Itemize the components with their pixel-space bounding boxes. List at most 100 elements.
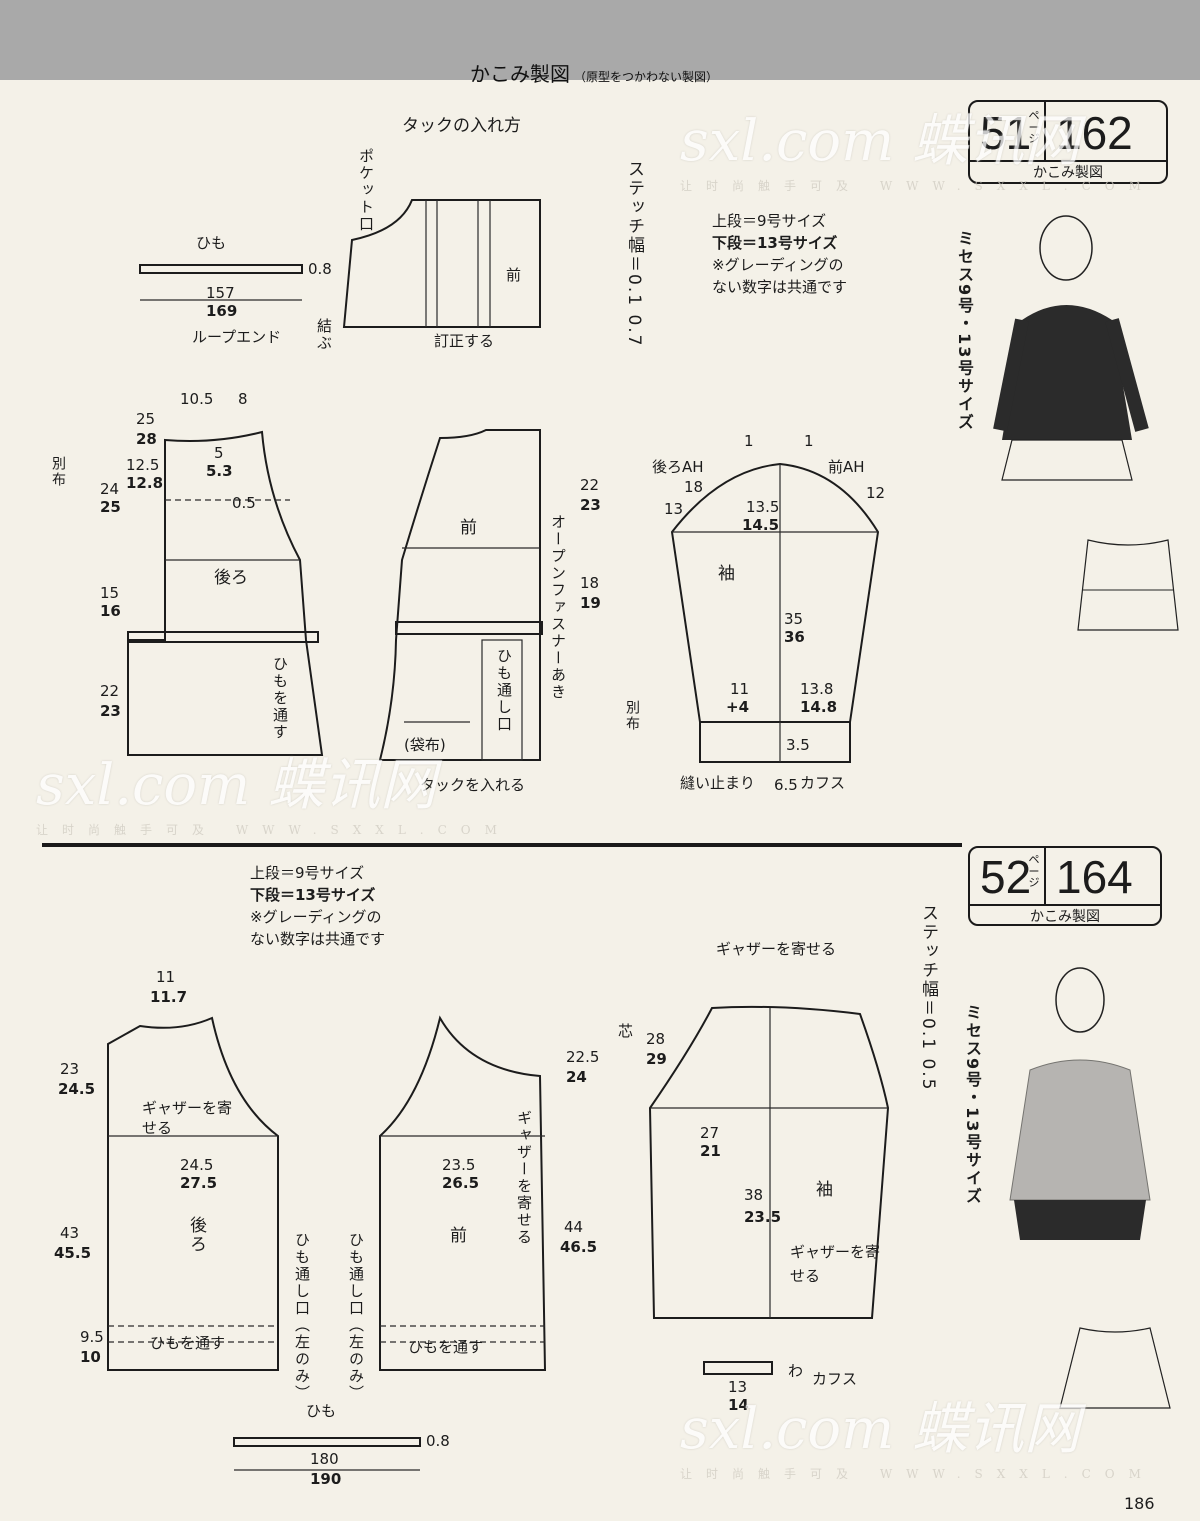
dim-label: 28	[136, 430, 157, 448]
sleeve-label-51: 袖	[718, 564, 735, 584]
dim-label: 18	[684, 478, 704, 496]
model-52-illustration	[1009, 967, 1151, 1240]
size-label-51: ミセス9号・13号サイズ	[955, 230, 974, 432]
front-label-52: 前	[450, 1226, 467, 1246]
gather-label-back: ギャザーを寄せる	[142, 1099, 233, 1137]
pocket-opening-label: ポケット口	[357, 148, 375, 233]
dim-label: 15	[100, 584, 120, 602]
gather-label-sleeve-2: ギャザーを寄せる	[790, 1243, 881, 1285]
himo-pass-label-52b: ひもを通す	[408, 1338, 484, 1356]
dim-label: 8	[238, 390, 248, 408]
stop-label: 縫い止まり	[680, 774, 756, 792]
tie-note: 結ぶ	[315, 318, 333, 352]
tie-label: ひも	[196, 234, 227, 252]
core-label: 芯	[618, 1022, 634, 1040]
dim-label: 23.5	[744, 1208, 782, 1226]
watermark-top: sxl.com 蝶讯网 让时尚触手可及 WWW.SXXL.COM	[680, 96, 1155, 194]
dim-label: 24.5	[180, 1156, 214, 1174]
header-bar	[0, 0, 1200, 80]
tuck-pocket-piece	[342, 199, 541, 328]
dim-label: 1	[744, 432, 754, 450]
cuffs-label-51: カフス	[800, 774, 846, 792]
model-51-flat-sketch	[1077, 539, 1179, 631]
dim-label: 45.5	[54, 1244, 92, 1262]
tie-width-52: 0.8	[426, 1432, 450, 1450]
front-label-51: 前	[460, 518, 477, 538]
note-line: 下段＝13号サイズ	[250, 886, 376, 904]
dim-label: 24	[100, 480, 120, 498]
dim-label: +4	[726, 698, 750, 716]
watermark-logo: sxl.com 蝶讯网	[36, 753, 437, 818]
page-ref: 164	[1056, 851, 1133, 903]
badge-caption: かこみ製図	[970, 904, 1160, 925]
peji-label: ペ ー ジ	[1028, 109, 1040, 146]
dim-label: 23.5	[442, 1156, 476, 1174]
front-bodice-52	[379, 1015, 547, 1371]
himo-hole-left-a: ひも通し口（左のみ）	[293, 1232, 311, 1402]
loop-end-label: ループエンド	[192, 328, 282, 346]
model-number: 51	[980, 107, 1032, 159]
front-armhole-label: 前AH	[828, 458, 865, 476]
dim-label: 10	[80, 1348, 101, 1366]
himo-hole-left-b: ひも通し口（左のみ）	[347, 1232, 365, 1402]
front-bodice-51	[378, 429, 541, 761]
dim-label: 13.5	[746, 498, 780, 516]
dim-label: 12	[866, 484, 886, 502]
watermark-middle: sxl.com 蝶讯网 让时尚触手可及 WWW.SXXL.COM	[36, 740, 511, 838]
dim-label: 22	[100, 682, 120, 700]
dim-label: 38	[744, 1186, 764, 1204]
dim-label: 29	[646, 1050, 667, 1068]
dim-label: 21	[700, 1142, 721, 1160]
dim-label: 14	[728, 1396, 749, 1414]
tie-length-9: 157	[206, 284, 235, 302]
sleeve-52	[648, 1005, 890, 1319]
title-main: かこみ製図	[470, 62, 570, 86]
title-subtitle: （原型をつかわない製図）	[574, 70, 719, 84]
tie-length-13-52: 190	[310, 1470, 342, 1488]
size-label-52: ミセス9号・13号サイズ	[963, 1004, 982, 1206]
dim-label: 25	[100, 498, 121, 516]
badge-separator	[1044, 848, 1046, 904]
stitch-width-51: ステッチ幅＝0.1 0.7	[624, 160, 644, 348]
section-divider	[42, 843, 962, 847]
dim-label: 11.7	[150, 988, 188, 1006]
note-line: 上段＝9号サイズ	[250, 864, 365, 882]
badge-caption: かこみ製図	[970, 160, 1166, 182]
dim-label: 6.5	[774, 776, 798, 794]
model-51-illustration	[993, 215, 1149, 481]
sleeve-51	[670, 462, 880, 723]
tie-length-13: 169	[206, 302, 238, 320]
dim-label: 46.5	[560, 1238, 598, 1256]
dim-label: 5	[214, 444, 224, 462]
note-line: ※グレーディングの	[250, 908, 382, 926]
tie-length-9-52: 180	[310, 1450, 339, 1468]
note-line: ※グレーディングの	[712, 256, 844, 274]
badge-separator	[1044, 102, 1046, 160]
himo-pass-label-52a: ひもを通す	[150, 1334, 226, 1352]
dim-label: 27	[700, 1124, 720, 1142]
dim-label: 16	[100, 602, 121, 620]
open-fastener-label: オープンファスナーあき	[549, 514, 567, 701]
dim-label: 25	[136, 410, 156, 428]
page-ref: 162	[1056, 107, 1133, 159]
dim-label: 23	[60, 1060, 80, 1078]
dim-label: 13.8	[800, 680, 834, 698]
watermark-tagline: 让时尚触手可及 WWW.SXXL.COM	[680, 1467, 1155, 1481]
note-line: ない数字は共通です	[250, 930, 386, 948]
watermark-logo: sxl.com 蝶讯网	[680, 109, 1081, 174]
gather-label-sleeve: ギャザーを寄せる	[716, 940, 837, 958]
stitch-width-52: ステッチ幅＝0.1 0.5	[918, 904, 938, 1092]
model-52-badge: 52 ペ ー ジ 164 かこみ製図	[968, 846, 1162, 926]
dim-label: 10.5	[180, 390, 214, 408]
watermark-bottom: sxl.com 蝶讯网 让时尚触手可及 WWW.SXXL.COM	[680, 1384, 1155, 1482]
dim-label: 43	[60, 1224, 80, 1242]
himo-hole-label-51: ひも通し口	[495, 648, 513, 733]
fold-label: わ	[788, 1362, 804, 1380]
dim-label: 12.8	[126, 474, 164, 492]
back-label-52: 後ろ	[186, 1216, 206, 1254]
dim-label: 13	[728, 1378, 748, 1396]
dim-label: 12.5	[126, 456, 160, 474]
tie-label-52: ひも	[306, 1402, 337, 1420]
dim-label: 14.5	[742, 516, 780, 534]
